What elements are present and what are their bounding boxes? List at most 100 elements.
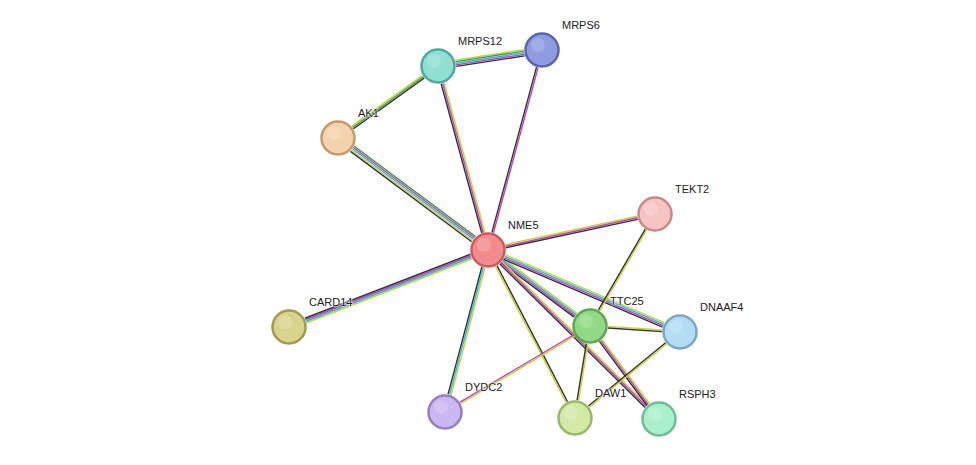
evidence-line	[456, 56, 524, 67]
protein-node: NME5	[470, 232, 506, 268]
node-circle	[320, 120, 356, 156]
protein-node: RSPH3	[641, 401, 677, 437]
evidence-line	[307, 259, 472, 323]
node-highlight	[648, 407, 662, 421]
evidence-line	[456, 54, 524, 65]
node-label: MRPS6	[562, 19, 600, 31]
node-label: TEKT2	[675, 183, 709, 195]
node-label: RSPH3	[679, 388, 716, 400]
node-highlight	[477, 238, 491, 252]
node-shape	[559, 402, 592, 435]
node-shape	[526, 34, 559, 67]
protein-node: MRPS12	[420, 48, 456, 84]
protein-node: TEKT2	[637, 196, 673, 232]
interaction-edge	[496, 266, 568, 403]
node-circle	[637, 196, 673, 232]
node-circle	[557, 400, 593, 436]
node-label: DAW1	[595, 387, 626, 399]
node-highlight	[564, 406, 578, 420]
node-highlight	[327, 126, 341, 140]
evidence-line	[577, 344, 586, 400]
interaction-edge	[608, 326, 662, 331]
evidence-line	[351, 150, 472, 240]
evidence-line	[448, 267, 482, 394]
node-circle	[271, 309, 307, 345]
node-circle	[572, 308, 608, 344]
evidence-line	[608, 328, 662, 332]
interaction-edge	[501, 259, 577, 317]
evidence-line	[305, 254, 470, 318]
node-highlight	[644, 202, 658, 216]
evidence-line	[305, 256, 470, 320]
interaction-edge	[441, 83, 485, 233]
evidence-line	[503, 260, 576, 314]
node-shape	[639, 198, 672, 231]
node-circle	[427, 394, 463, 430]
evidence-line	[352, 75, 423, 126]
interaction-edge	[460, 334, 575, 403]
node-shape	[643, 403, 676, 436]
evidence-line	[353, 77, 424, 128]
evidence-line	[492, 67, 537, 232]
node-shape	[422, 50, 455, 83]
node-label: TTC25	[610, 295, 644, 307]
evidence-line	[443, 83, 484, 232]
evidence-line	[589, 344, 666, 407]
evidence-line	[497, 266, 567, 402]
interaction-edge	[505, 216, 637, 248]
node-label: CARD14	[309, 296, 352, 308]
evidence-line	[598, 229, 645, 310]
evidence-line	[461, 336, 575, 404]
node-circle	[420, 48, 456, 84]
node-shape	[574, 310, 607, 343]
evidence-line	[451, 268, 485, 395]
interaction-edge	[352, 75, 425, 129]
evidence-line	[496, 266, 566, 402]
interaction-edge	[588, 343, 666, 407]
evidence-line	[506, 218, 638, 246]
evidence-line	[351, 151, 472, 241]
evidence-line	[505, 216, 637, 244]
node-shape	[664, 316, 697, 349]
node-shape	[273, 311, 306, 344]
evidence-line	[493, 68, 538, 233]
protein-node: DNAAF4	[662, 314, 698, 350]
evidence-line	[460, 334, 574, 402]
protein-node: CARD14	[271, 309, 307, 345]
evidence-line	[354, 78, 425, 129]
evidence-line	[354, 146, 475, 236]
evidence-line	[506, 219, 638, 247]
evidence-line	[502, 262, 647, 406]
interaction-edge	[598, 229, 646, 311]
node-circle	[641, 401, 677, 437]
node-highlight	[669, 320, 683, 334]
node-shape	[429, 396, 462, 429]
node-highlight	[579, 314, 593, 328]
node-highlight	[278, 315, 292, 329]
interaction-edge	[455, 50, 524, 67]
node-label: DYDC2	[465, 381, 502, 393]
node-label: DNAAF4	[700, 301, 743, 313]
evidence-line	[353, 147, 474, 237]
node-label: AK1	[358, 107, 379, 119]
node-highlight	[434, 400, 448, 414]
interaction-edge	[351, 146, 476, 242]
protein-node: MRPS6	[524, 32, 560, 68]
node-shape	[472, 234, 505, 267]
node-label: MRPS12	[458, 35, 502, 47]
interaction-edge	[577, 344, 588, 401]
evidence-line	[450, 267, 484, 394]
node-shape	[322, 122, 355, 155]
evidence-line	[441, 84, 482, 233]
node-label: NME5	[508, 219, 539, 231]
interaction-edge	[492, 67, 538, 233]
evidence-line	[306, 257, 471, 321]
node-highlight	[427, 54, 441, 68]
evidence-line	[352, 149, 473, 239]
evidence-line	[444, 83, 485, 232]
node-circle	[524, 32, 560, 68]
node-circle	[470, 232, 506, 268]
protein-node: TTC25	[572, 308, 608, 344]
node-circle	[662, 314, 698, 350]
